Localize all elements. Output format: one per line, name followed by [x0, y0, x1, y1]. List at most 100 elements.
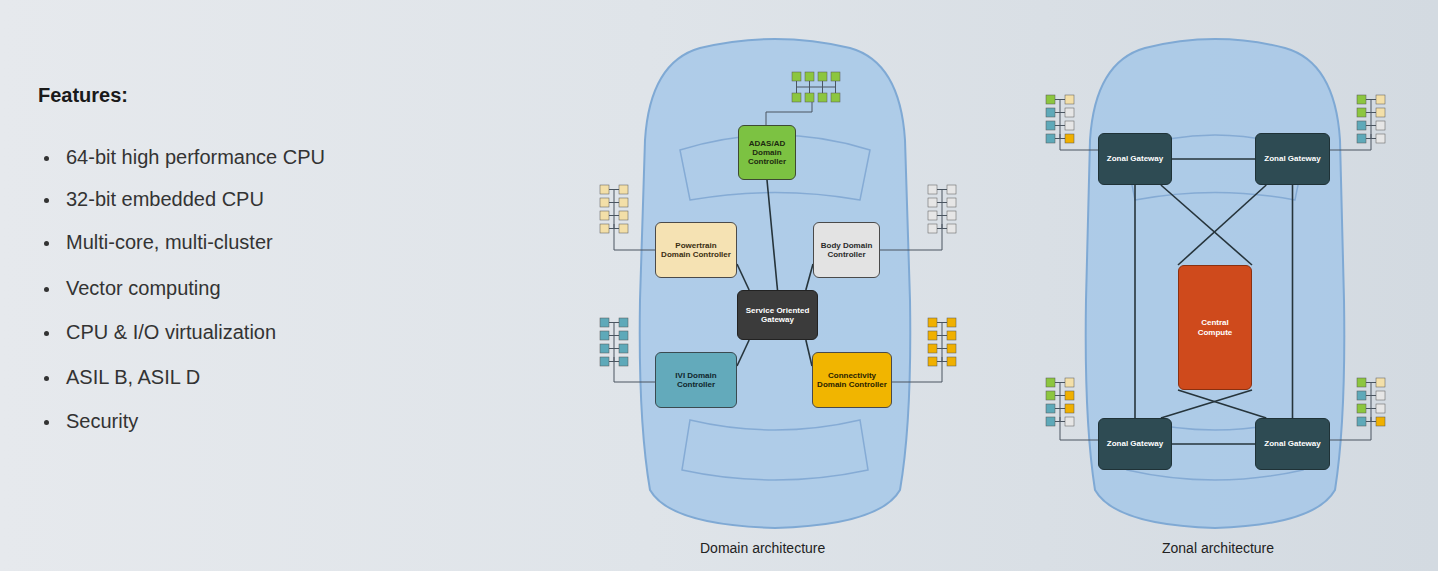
node-text: Connectivity Domain Controller [817, 371, 887, 389]
sensor-square [600, 198, 609, 207]
sensor-square [1046, 378, 1055, 387]
sensor-square [1065, 95, 1074, 104]
sensor-wire [614, 224, 655, 250]
node-text: Body Domain Controller [818, 241, 875, 259]
sensor-square [1357, 404, 1366, 413]
car-body [640, 39, 1345, 528]
sensor-square [1065, 404, 1074, 413]
sensor-square [1065, 134, 1074, 143]
connector-line [1161, 185, 1252, 265]
sensor-square [619, 198, 628, 207]
sensor-square [831, 72, 840, 81]
sensor-square [600, 318, 609, 327]
sensor-square [805, 93, 814, 102]
connector-line [806, 264, 813, 290]
sensor-square [1065, 378, 1074, 387]
architecture-caption: Domain architecture [700, 540, 825, 556]
sensor-square [1376, 108, 1385, 117]
connector-line [737, 340, 749, 366]
sensor-wire [835, 81, 836, 93]
sensor-wire [1060, 417, 1098, 440]
domain-controller: Body Domain Controller [813, 222, 880, 278]
sensor-square [792, 72, 801, 81]
bullet-dot [44, 198, 49, 203]
sensor-square [947, 331, 956, 340]
connector-line [1172, 443, 1255, 445]
node-text: Service Oriented Gateway [742, 306, 813, 324]
feature-item: ASIL B, ASIL D [66, 366, 200, 389]
sensor-square [600, 331, 609, 340]
connector-line [1172, 158, 1255, 160]
feature-item: Security [66, 410, 138, 433]
central-compute: Central Compute [1178, 265, 1252, 390]
node-text: Central Compute [1183, 318, 1247, 336]
connector-line [1134, 185, 1136, 418]
sensor-wire [1060, 383, 1061, 422]
sensor-square [818, 93, 827, 102]
sensor-wire [1371, 100, 1372, 139]
sensor-square [619, 224, 628, 233]
sensor-wire [942, 323, 943, 362]
zonal-gateway: Zonal Gateway [1098, 418, 1172, 470]
bullet-dot [44, 241, 49, 246]
bullet-dot [44, 376, 49, 381]
feature-item: Vector computing [66, 277, 221, 300]
node-text: Powertrain Domain Controller [660, 241, 732, 259]
sensor-wire [614, 190, 615, 229]
sensor-square [1357, 121, 1366, 130]
zonal-gateway: Zonal Gateway [1255, 418, 1330, 470]
node-text: Zonal Gateway [1107, 154, 1163, 163]
sensor-square [1046, 404, 1055, 413]
node-text: IVI Domain Controller [660, 371, 732, 389]
domain-controller: ADAS/AD Domain Controller [738, 125, 796, 180]
sensor-square [928, 185, 937, 194]
connector-line [1178, 390, 1266, 418]
sensor-square [928, 344, 937, 353]
connector-line [1178, 185, 1266, 265]
sensor-wire [942, 190, 943, 229]
connector-line [1292, 185, 1294, 418]
sensor-wire [796, 81, 797, 93]
sensor-square [619, 185, 628, 194]
connector-line [767, 180, 778, 290]
sensor-square [947, 344, 956, 353]
sensor-square [947, 198, 956, 207]
sensor-square [1357, 108, 1366, 117]
node-text: Zonal Gateway [1107, 439, 1163, 448]
sensor-wire [1330, 417, 1371, 440]
sensor-square [928, 224, 937, 233]
sensor-square [619, 344, 628, 353]
gateway-box: Service Oriented Gateway [737, 290, 818, 340]
zonal-gateway: Zonal Gateway [1098, 133, 1172, 185]
sensor-wire [1060, 134, 1098, 150]
sensor-square [928, 331, 937, 340]
sensor-square [928, 318, 937, 327]
sensor-square [1357, 391, 1366, 400]
sensor-square [1376, 417, 1385, 426]
sensor-square [1376, 95, 1385, 104]
zonal-gateway: Zonal Gateway [1255, 133, 1330, 185]
sensor-square [947, 211, 956, 220]
bullet-dot [44, 156, 49, 161]
sensor-square [947, 185, 956, 194]
sensor-square [1357, 417, 1366, 426]
node-text: Zonal Gateway [1264, 439, 1320, 448]
sensor-square [1376, 378, 1385, 387]
sensor-square [928, 198, 937, 207]
sensor-wire [614, 357, 655, 382]
bullet-dot [44, 331, 49, 336]
bullet-dot [44, 287, 49, 292]
sensor-square [600, 185, 609, 194]
sensor-square [1046, 391, 1055, 400]
sensor-square [600, 224, 609, 233]
domain-controller: Connectivity Domain Controller [812, 352, 892, 408]
sensor-square [1046, 417, 1055, 426]
sensor-square [600, 357, 609, 366]
sensor-wire [822, 81, 823, 93]
sensor-square [1065, 417, 1074, 426]
sensor-square [928, 357, 937, 366]
node-text: ADAS/AD Domain Controller [743, 139, 791, 167]
sensor-square [947, 224, 956, 233]
architecture-caption: Zonal architecture [1162, 540, 1274, 556]
feature-item: 32-bit embedded CPU [66, 188, 264, 211]
